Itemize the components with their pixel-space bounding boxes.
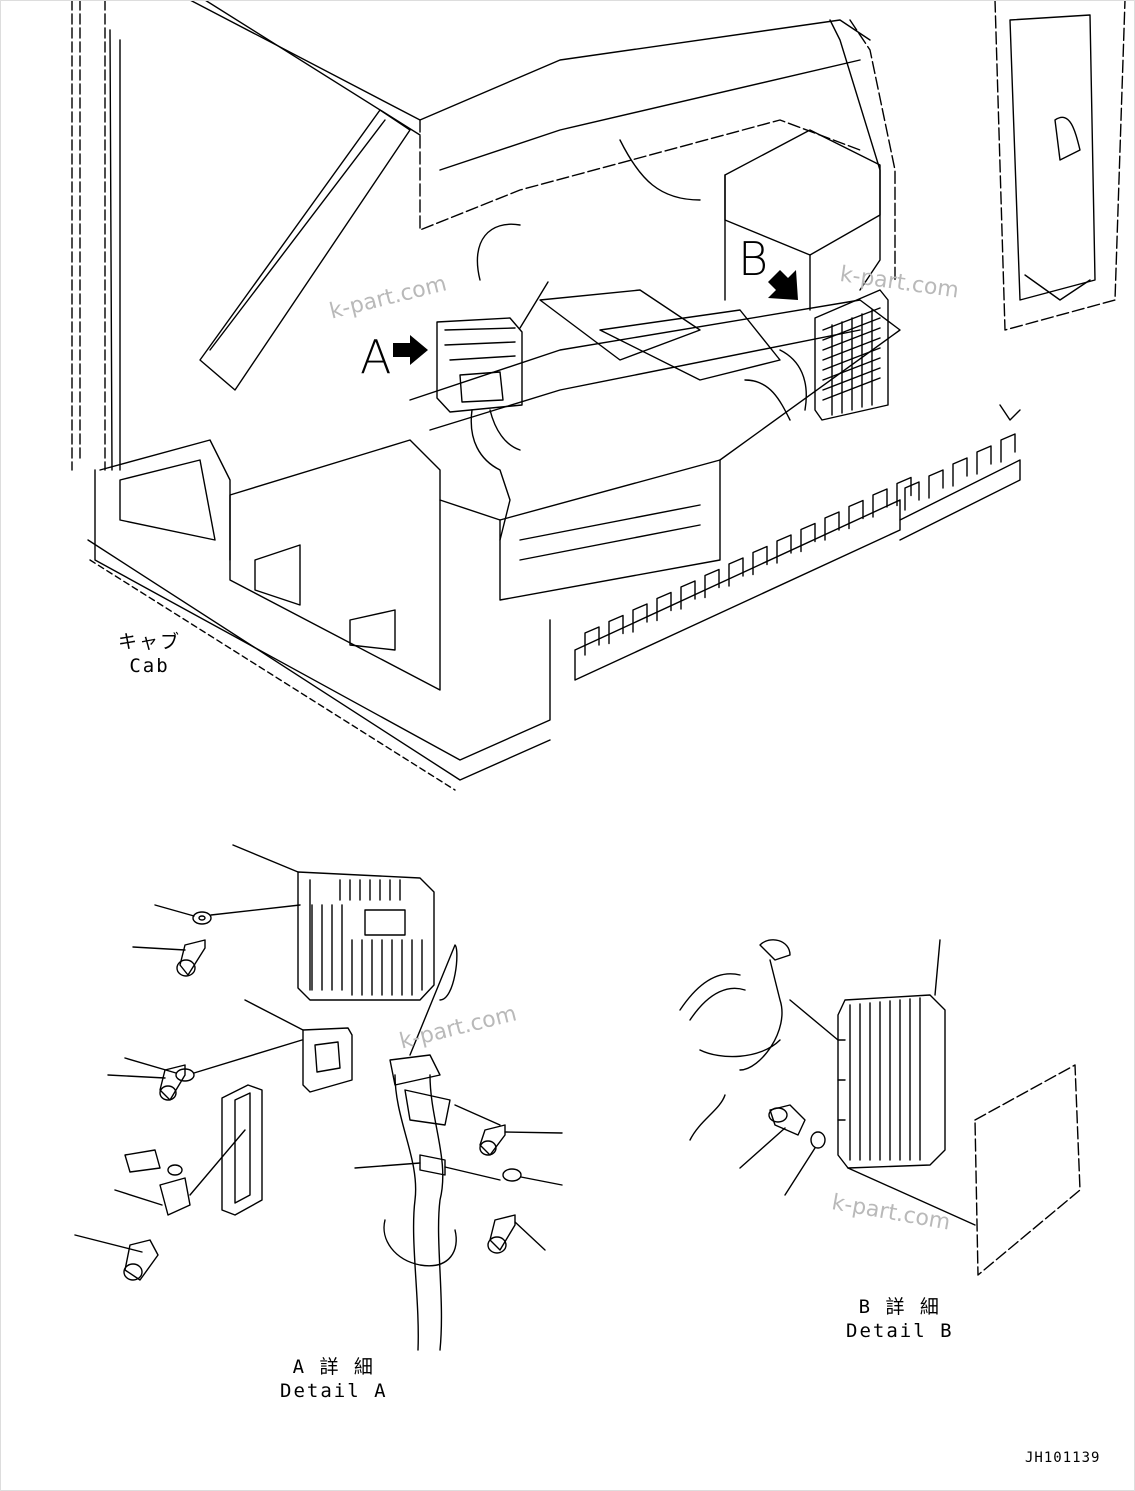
step-bracket bbox=[776, 534, 792, 564]
view-a-label: A bbox=[360, 330, 392, 384]
view-b-label: B bbox=[738, 232, 769, 286]
detail-a-caption: A 詳 細 Detail A bbox=[280, 1355, 388, 1403]
step-bracket bbox=[872, 488, 888, 518]
step-bracket bbox=[952, 457, 968, 487]
arrow-right-icon bbox=[393, 335, 428, 365]
step-bracket bbox=[1000, 433, 1016, 463]
cab-label-en: Cab bbox=[129, 655, 170, 677]
step-bracket bbox=[904, 481, 920, 511]
detail-b-caption-jp: B 詳 細 bbox=[858, 1296, 941, 1318]
step-bracket bbox=[976, 445, 992, 475]
step-bracket bbox=[656, 591, 672, 622]
drawing-code: JH101139 bbox=[1025, 1450, 1101, 1466]
step-bracket bbox=[584, 626, 600, 656]
step-bracket bbox=[608, 614, 624, 645]
step-bracket bbox=[704, 568, 720, 599]
detail-b-caption-en: Detail B bbox=[846, 1320, 954, 1342]
detail-a-caption-en: Detail A bbox=[280, 1380, 388, 1402]
detail-a-caption-jp: A 詳 細 bbox=[292, 1356, 375, 1378]
step-bracket bbox=[896, 476, 912, 507]
step-bracket bbox=[824, 511, 840, 541]
cab-frame bbox=[71, 0, 1126, 791]
cab-label-jp: キャブ bbox=[118, 631, 182, 653]
ecu-main-view bbox=[436, 281, 549, 541]
controller-main-view bbox=[814, 289, 889, 421]
step-bracket bbox=[928, 469, 944, 499]
arrow-down-right-icon bbox=[768, 270, 798, 300]
detail-b-drawing bbox=[679, 939, 1081, 1276]
step-bracket bbox=[800, 522, 816, 553]
step-bracket bbox=[728, 557, 744, 587]
step-bracket bbox=[752, 545, 768, 576]
detail-a-drawing bbox=[74, 844, 563, 1351]
step-bracket bbox=[680, 580, 696, 610]
cab-label: キャブ Cab bbox=[118, 630, 181, 678]
detail-b-caption: B 詳 細 Detail B bbox=[846, 1295, 954, 1343]
step-brackets bbox=[584, 433, 1016, 656]
step-bracket bbox=[848, 499, 864, 530]
step-bracket bbox=[632, 603, 648, 633]
